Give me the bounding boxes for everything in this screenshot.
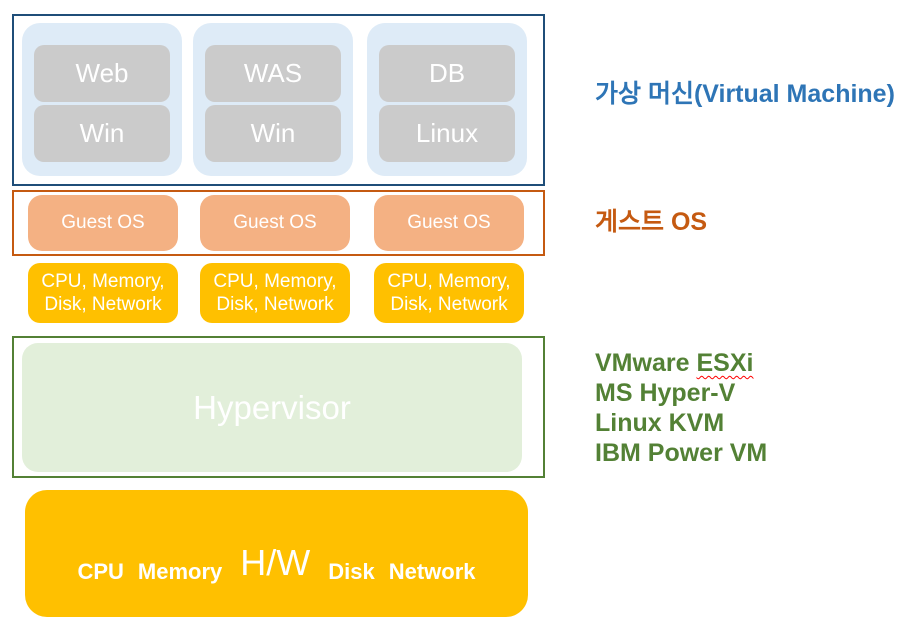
hardware-word-disk: Disk [328,559,375,584]
resource-line-1: CPU, Memory, [387,271,511,292]
vm-column-1: Web Win [22,23,182,176]
guest-os-box: Guest OS [28,195,178,251]
vm-service-box: Web [34,45,170,102]
guest-os-side-label: 게스트 OS [595,208,708,236]
resource-line-2: Disk, Network [44,294,162,315]
hardware-word-cpu: CPU [77,559,124,584]
vm-section-frame [12,14,545,186]
virtual-resource-box: CPU, Memory, Disk, Network [374,263,524,323]
hardware-word-network: Network [388,559,476,584]
vm-os-box: Win [205,105,341,162]
guest-os-box: Guest OS [200,195,350,251]
vm-service-box: DB [379,45,515,102]
hypervisor-product-line-4: IBM Power VM [595,439,768,467]
hardware-title: H/W [240,542,311,583]
hypervisor-product-vmware: VMware [595,349,690,377]
vm-service-box: WAS [205,45,341,102]
hypervisor-product-line-2: MS Hyper-V [595,379,736,407]
hardware-word-memory: Memory [137,559,223,584]
guest-os-box: Guest OS [374,195,524,251]
hypervisor-frame [12,336,545,478]
hardware-box: CPU Memory H/W Disk Network [25,490,528,617]
resource-line-1: CPU, Memory, [213,271,337,292]
vm-side-label: 가상 머신(Virtual Machine) [595,80,895,108]
resource-line-2: Disk, Network [390,294,508,315]
virtual-resource-box: CPU, Memory, Disk, Network [200,263,350,323]
guest-os-frame [12,190,545,256]
vm-os-box: Linux [379,105,515,162]
vm-column-3: DB Linux [367,23,527,176]
hypervisor-box: Hypervisor [22,343,522,472]
vm-os-box: Win [34,105,170,162]
resource-line-1: CPU, Memory, [41,271,165,292]
hypervisor-product-esxi-spellchecked: ESXi [696,349,754,377]
virtual-resource-box: CPU, Memory, Disk, Network [28,263,178,323]
hypervisor-product-line-3: Linux KVM [595,409,725,437]
resource-line-2: Disk, Network [216,294,334,315]
vm-column-2: WAS Win [193,23,353,176]
